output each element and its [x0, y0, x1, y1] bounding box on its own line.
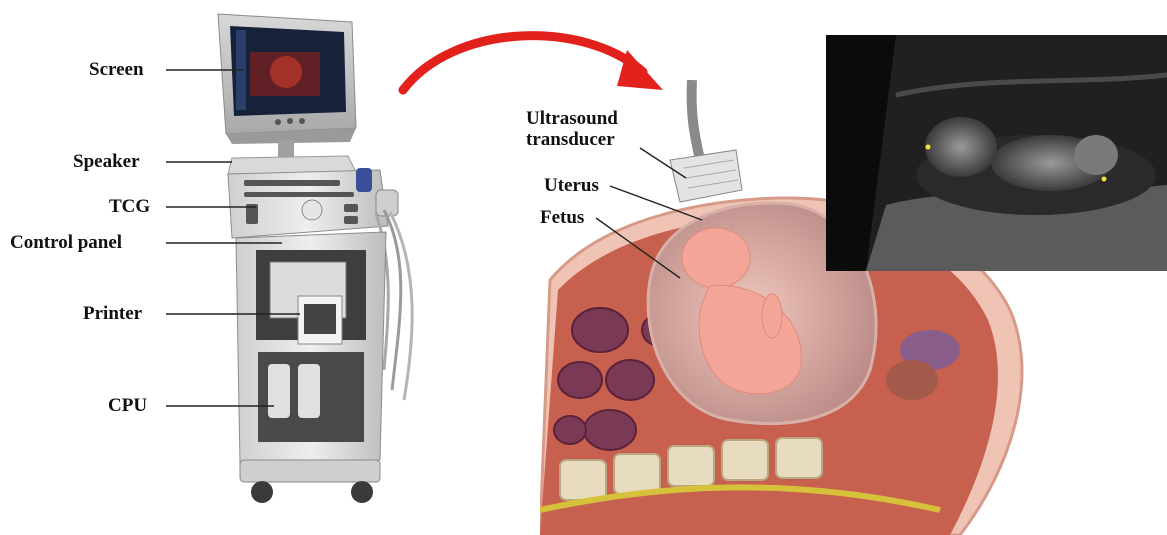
- uterus-label: Uterus: [544, 175, 599, 197]
- printer-label: Printer: [83, 303, 142, 325]
- transducer-label-line2: transducer: [526, 129, 615, 151]
- tcg-label: TCG: [109, 196, 150, 218]
- fetus-label: Fetus: [540, 207, 584, 229]
- speaker-label: Speaker: [73, 151, 140, 173]
- cpu-label: CPU: [108, 395, 147, 417]
- sonogram-image: [826, 35, 1167, 271]
- control-panel-label: Control panel: [10, 232, 122, 254]
- transducer-label-line1: Ultrasound: [526, 108, 618, 130]
- screen-label: Screen: [89, 59, 144, 81]
